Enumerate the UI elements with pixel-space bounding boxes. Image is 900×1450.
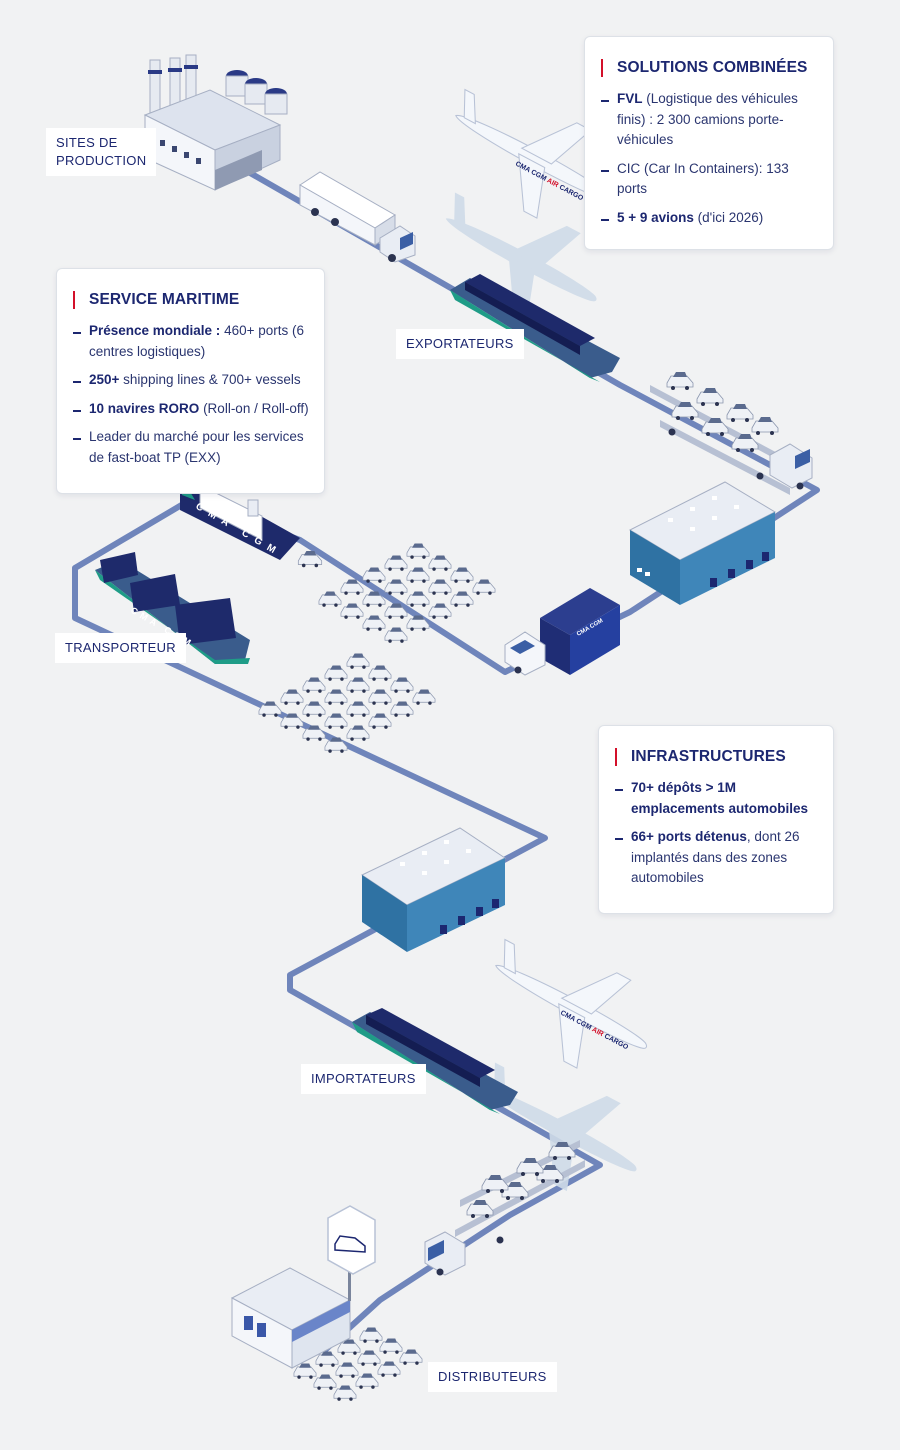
parked-car-icon — [324, 713, 348, 730]
parked-car-icon — [302, 677, 326, 694]
list-item: CIC (Car In Containers): 133 ports — [601, 159, 817, 200]
parked-car-icon — [377, 1361, 401, 1378]
list-item: 10 navires RORO (Roll-on / Roll-off) — [73, 399, 310, 420]
warehouse-icon-2 — [360, 827, 507, 952]
list-item: FVL (Logistique des véhicules finis) : 2… — [601, 89, 817, 151]
parked-car-icon — [335, 1362, 359, 1379]
parked-car-icon — [346, 653, 370, 670]
parked-car-icon — [355, 1373, 379, 1390]
list-item: 250+ shipping lines & 700+ vessels — [73, 370, 310, 391]
parked-car-icon — [384, 627, 408, 644]
maritime-service-title: SERVICE MARITIME — [73, 291, 310, 309]
parked-car-icon — [340, 603, 364, 620]
infrastructure-card: INFRASTRUCTURES 70+ dépôts > 1M emplacem… — [598, 725, 834, 914]
parked-car-icon — [368, 689, 392, 706]
parked-car-icon — [399, 1349, 423, 1366]
list-item: Présence mondiale : 460+ ports (6 centre… — [73, 321, 310, 362]
stage-label-carrier: TRANSPORTEUR — [55, 633, 186, 663]
maritime-service-list: Présence mondiale : 460+ ports (6 centre… — [73, 321, 310, 468]
parked-car-icon — [472, 579, 496, 596]
infrastructure-list: 70+ dépôts > 1M emplacements automobiles… — [615, 778, 817, 889]
parked-car-icon — [333, 1385, 357, 1402]
maritime-service-card: SERVICE MARITIME Présence mondiale : 460… — [56, 268, 325, 494]
parked-car-icon — [428, 555, 452, 572]
parked-car-icon — [450, 567, 474, 584]
parked-cars-icon — [318, 543, 496, 644]
parked-car-icon — [318, 591, 342, 608]
car-carrier-truck-icon-2 — [424, 1140, 585, 1276]
parked-car-icon — [280, 689, 304, 706]
parked-car-icon — [357, 1350, 381, 1367]
parked-car-icon — [390, 701, 414, 718]
parked-car-icon — [362, 567, 386, 584]
parked-car-icon — [379, 1338, 403, 1355]
parked-car-icon — [450, 591, 474, 608]
parked-car-icon — [412, 689, 436, 706]
parked-car-icon — [313, 1374, 337, 1391]
warehouse-icon — [628, 481, 777, 605]
list-item: 5 + 9 avions (d'ici 2026) — [601, 208, 817, 229]
container-ship-icon — [450, 274, 620, 382]
parked-car-icon — [406, 591, 430, 608]
parked-car-icon — [384, 555, 408, 572]
parked-car-icon — [346, 725, 370, 742]
truck-icon — [299, 171, 416, 263]
parked-car-icon — [428, 603, 452, 620]
list-item: 66+ ports détenus, dont 26 implantés dan… — [615, 827, 817, 889]
list-item: 70+ dépôts > 1M emplacements automobiles — [615, 778, 817, 819]
parked-car-icon — [324, 665, 348, 682]
stage-label-exporters: EXPORTATEURS — [396, 329, 524, 359]
parked-car-icon — [406, 567, 430, 584]
parked-cars-icon-2 — [258, 653, 436, 754]
delivery-van-icon: CMA CGM — [504, 588, 620, 676]
parked-car-icon — [346, 701, 370, 718]
parked-car-icon — [390, 677, 414, 694]
car-dealership-icon — [230, 1255, 352, 1369]
parked-car-icon — [428, 579, 452, 596]
parked-car-icon — [368, 665, 392, 682]
container-ship-icon-3 — [352, 1008, 518, 1114]
infrastructure-title: INFRASTRUCTURES — [615, 748, 817, 766]
parked-car-icon — [406, 543, 430, 560]
parked-car-icon — [368, 713, 392, 730]
list-item: Leader du marché pour les services de fa… — [73, 427, 310, 468]
combined-solutions-list: FVL (Logistique des véhicules finis) : 2… — [601, 89, 817, 228]
combined-solutions-title: SOLUTIONS COMBINÉES — [601, 59, 817, 77]
combined-solutions-card: SOLUTIONS COMBINÉES FVL (Logistique des … — [584, 36, 834, 250]
stage-label-distributors: DISTRIBUTEURS — [428, 1362, 557, 1392]
parked-car-icon — [384, 579, 408, 596]
parked-car-icon — [346, 677, 370, 694]
car-carrier-truck-icon — [650, 371, 813, 495]
parked-car-icon — [359, 1327, 383, 1344]
stage-label-importers: IMPORTATEURS — [301, 1064, 426, 1094]
factory-icon — [143, 54, 288, 191]
parked-car-icon — [302, 701, 326, 718]
parked-car-icon — [324, 689, 348, 706]
car-sign-icon — [327, 1205, 376, 1275]
parked-car-icon — [362, 615, 386, 632]
